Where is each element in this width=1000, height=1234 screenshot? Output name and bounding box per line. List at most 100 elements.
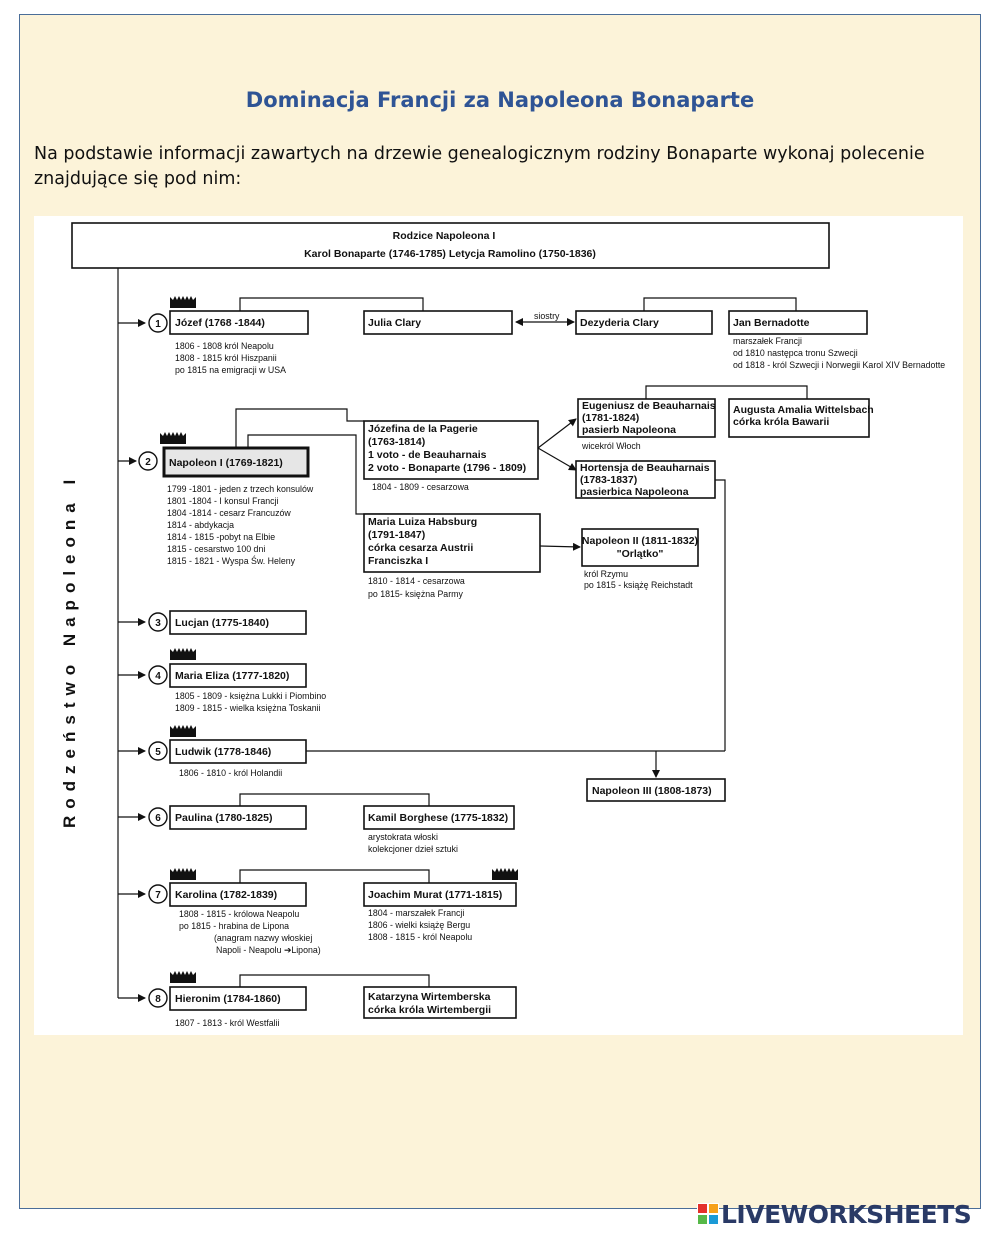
arrow-to-napoleon2 (539, 542, 581, 551)
connector-eugeniusz-augusta (645, 385, 808, 399)
logo-square (697, 1214, 708, 1225)
note-karolina-1: 1808 - 1815 - królowa Neapolu (179, 909, 299, 919)
connector-hortensja-down (715, 479, 726, 751)
crown-icon (160, 432, 186, 444)
sibling-name-napoleon: Napoleon I (1769-1821) (169, 457, 283, 469)
note-jozef-3: po 1815 na emigracji w USA (175, 365, 286, 375)
note-karolina-2: po 1815 - hrabina de Lipona (179, 921, 289, 931)
crown-icon (170, 971, 196, 983)
logo-square (697, 1203, 708, 1214)
hortensja-line-3: pasierbica Napoleona (580, 486, 689, 498)
spouse-box-julia (363, 310, 513, 335)
svg-text:3: 3 (155, 618, 161, 629)
sibling-name-jozef: Józef (1768 -1844) (175, 317, 265, 329)
note-bernadotte-2: od 1810 następca tronu Szwecji (733, 348, 858, 358)
sibling-name-maria-eliza: Maria Eliza (1777-1820) (175, 670, 289, 682)
svg-text:7: 7 (155, 890, 161, 901)
crown-icon (492, 868, 518, 880)
box-jozefina (363, 420, 539, 480)
page-title: Dominacja Francji za Napoleona Bonaparte (245, 88, 755, 112)
box-bernadotte (728, 310, 868, 335)
parents-box (71, 222, 830, 269)
note-karolina-4: Napoli - Neapolu ➔Lipona) (216, 945, 321, 955)
sibling-box-napoleon (162, 446, 310, 478)
logo-square (708, 1214, 719, 1225)
jozefina-line-4: 2 voto - Bonaparte (1796 - 1809) (368, 462, 526, 474)
number-circles: 1 2 3 4 5 6 7 8 (138, 313, 168, 1008)
napoleon2-line-1: Napoleon II (1811-1832) (582, 535, 698, 547)
svg-text:5: 5 (155, 747, 161, 758)
jozefina-note: 1804 - 1809 - cesarzowa (372, 482, 469, 492)
note-ludwik-1: 1806 - 1810 - król Holandii (179, 768, 282, 778)
logo-text: LIVEWORKSHEETS (721, 1199, 972, 1229)
napoleon2-note-1: król Rzymu (584, 569, 628, 579)
liveworksheets-logo-icon (697, 1203, 719, 1225)
box-napoleon2 (581, 528, 699, 567)
parents-heading: Rodzice Napoleona I (393, 230, 496, 242)
connector-dezyderia-bernadotte (643, 297, 797, 311)
box-napoleon3 (586, 778, 726, 802)
sibling-box-lucjan (169, 610, 307, 635)
note-bernadotte-1: marszałek Francji (733, 336, 802, 346)
murat-note-3: 1808 - 1815 - król Neapolu (368, 932, 472, 942)
sibling-box-paulina (169, 805, 307, 830)
instruction-text: Na podstawie informacji zawartych na drz… (34, 144, 925, 189)
note-jozef-2: 1808 - 1815 król Hiszpanii (175, 353, 277, 363)
julia-name: Julia Clary (368, 317, 421, 329)
napoleon2-line-2: "Orlątko" (617, 548, 664, 560)
side-label-siblings: Rodzeństwo Napoleona I (60, 473, 79, 828)
napoleon2-note-2: po 1815 - książę Reichstadt (584, 580, 693, 590)
connector-hieronim-katarzyna (239, 974, 430, 987)
hortensja-line-2: (1783-1837) (580, 474, 637, 486)
murat-name: Joachim Murat (1771-1815) (368, 889, 502, 901)
box-hortensja (575, 460, 716, 499)
liveworksheets-logo: LIVEWORKSHEETS (697, 1198, 972, 1230)
svg-text:2: 2 (145, 457, 151, 468)
logo-square (708, 1203, 719, 1214)
crown-icon (170, 868, 196, 880)
box-augusta (728, 398, 870, 438)
box-katarzyna (363, 986, 517, 1019)
arrow-to-hortensja (537, 447, 577, 471)
box-murat (363, 882, 517, 907)
hortensja-line-1: Hortensja de Beauharnais (580, 462, 710, 474)
sibling-box-karolina (169, 882, 307, 907)
marialuiza-note-2: po 1815- księżna Parmy (368, 589, 463, 599)
note-napoleon-3: 1804 -1814 - cesarz Francuzów (167, 508, 291, 518)
dezyderia-name: Dezyderia Clary (580, 317, 659, 329)
crown-icons (160, 296, 518, 983)
crown-icon (170, 296, 196, 308)
kamil-name: Kamil Borghese (1775-1832) (368, 812, 508, 824)
note-napoleon-4: 1814 - abdykacja (167, 520, 234, 530)
note-napoleon-2: 1801 -1804 - I konsul Francji (167, 496, 279, 506)
katarzyna-line-2: córka króla Wirtembergii (368, 1004, 491, 1016)
note-bernadotte-3: od 1818 - król Szwecji i Norwegii Karol … (733, 360, 945, 370)
box-maria-luiza (363, 513, 541, 573)
napoleon3-name: Napoleon III (1808-1873) (592, 785, 712, 797)
note-mariaeliza-2: 1809 - 1815 - wielka księżna Toskanii (175, 703, 321, 713)
augusta-line-1: Augusta Amalia Wittelsbach (733, 404, 874, 416)
kamil-note-2: kolekcjoner dzieł sztuki (368, 844, 458, 854)
connector-jozef-julia (239, 297, 424, 311)
marialuiza-line-4: Franciszka I (368, 555, 428, 567)
box-kamil (363, 805, 515, 830)
parents-names: Karol Bonaparte (1746-1785) Letycja Ramo… (304, 248, 596, 260)
katarzyna-line-1: Katarzyna Wirtemberska (368, 991, 491, 1003)
eugeniusz-line-1: Eugeniusz de Beauharnais (582, 400, 716, 412)
note-napoleon-5: 1814 - 1815 -pobyt na Elbie (167, 532, 275, 542)
sibling-box-hieronim (169, 986, 307, 1011)
family-tree-diagram: Rodzice Napoleona I Karol Bonaparte (174… (34, 216, 963, 1035)
svg-text:4: 4 (155, 671, 161, 682)
svg-text:6: 6 (155, 813, 161, 824)
svg-text:8: 8 (155, 994, 161, 1005)
murat-note-1: 1804 - marszałek Francji (368, 908, 464, 918)
eugeniusz-note: wicekról Włoch (581, 441, 641, 451)
eugeniusz-line-2: (1781-1824) (582, 412, 639, 424)
sibling-name-hieronim: Hieronim (1784-1860) (175, 993, 281, 1005)
jozefina-line-1: Józefina de la Pagerie (368, 423, 478, 435)
sibling-box-jozef (169, 310, 309, 335)
note-karolina-3: (anagram nazwy włoskiej (214, 933, 312, 943)
sisters-label: siostry (534, 311, 560, 321)
note-napoleon-6: 1815 - cesarstwo 100 dni (167, 544, 265, 554)
sibling-name-ludwik: Ludwik (1778-1846) (175, 746, 271, 758)
